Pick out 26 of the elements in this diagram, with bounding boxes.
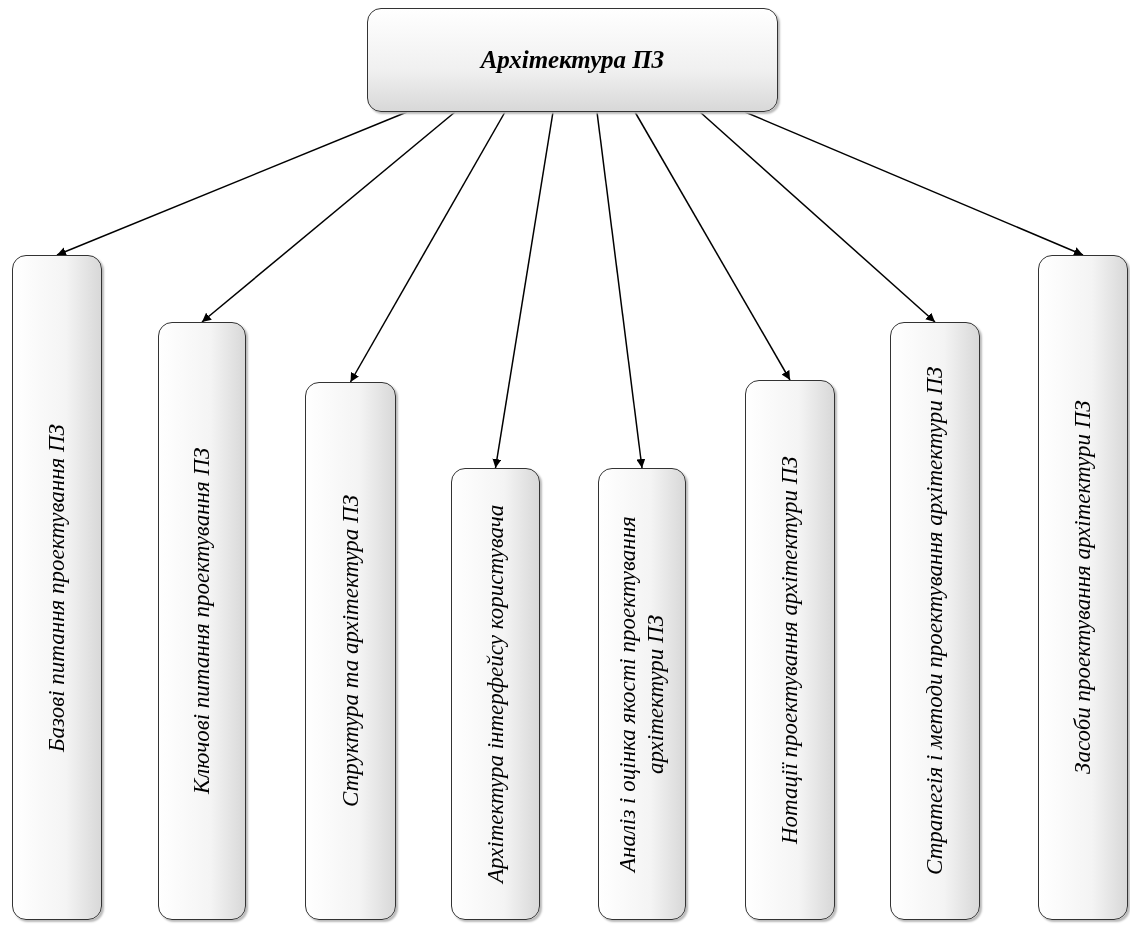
rounded-box [367,8,778,112]
node-text: Структура та архітектура ПЗ [336,493,364,810]
arrow [349,111,506,383]
node-text: Ключові питання проектування ПЗ [188,446,216,797]
node-text: Аналіз і оцінка якості проектування архітектури ПЗ [614,515,669,875]
node-text: Засоби проектування архітектури ПЗ [1069,399,1097,777]
rounded-box [1038,255,1128,920]
rounded-box [745,380,835,920]
arrow [56,111,408,256]
rounded-box [598,468,686,920]
arrow [201,111,456,323]
arrow [596,111,646,469]
rounded-box [890,322,980,920]
arrow [634,111,791,381]
arrow [492,111,554,469]
node-text: Стратегія і методи проектування архітектури ПЗ [921,365,949,878]
rounded-box [12,255,102,920]
node-text: Нотації проектування архітектури ПЗ [776,455,804,846]
node-text: Архітектура інтерфейсу користувача [481,503,509,886]
node-text: Архітектура ПЗ [478,45,666,75]
arrow [699,111,936,323]
rounded-box [451,468,540,920]
node-text: Базові питання проектування ПЗ [43,422,71,754]
rounded-box [158,322,246,920]
rounded-box [305,382,396,920]
arrow [744,111,1084,256]
